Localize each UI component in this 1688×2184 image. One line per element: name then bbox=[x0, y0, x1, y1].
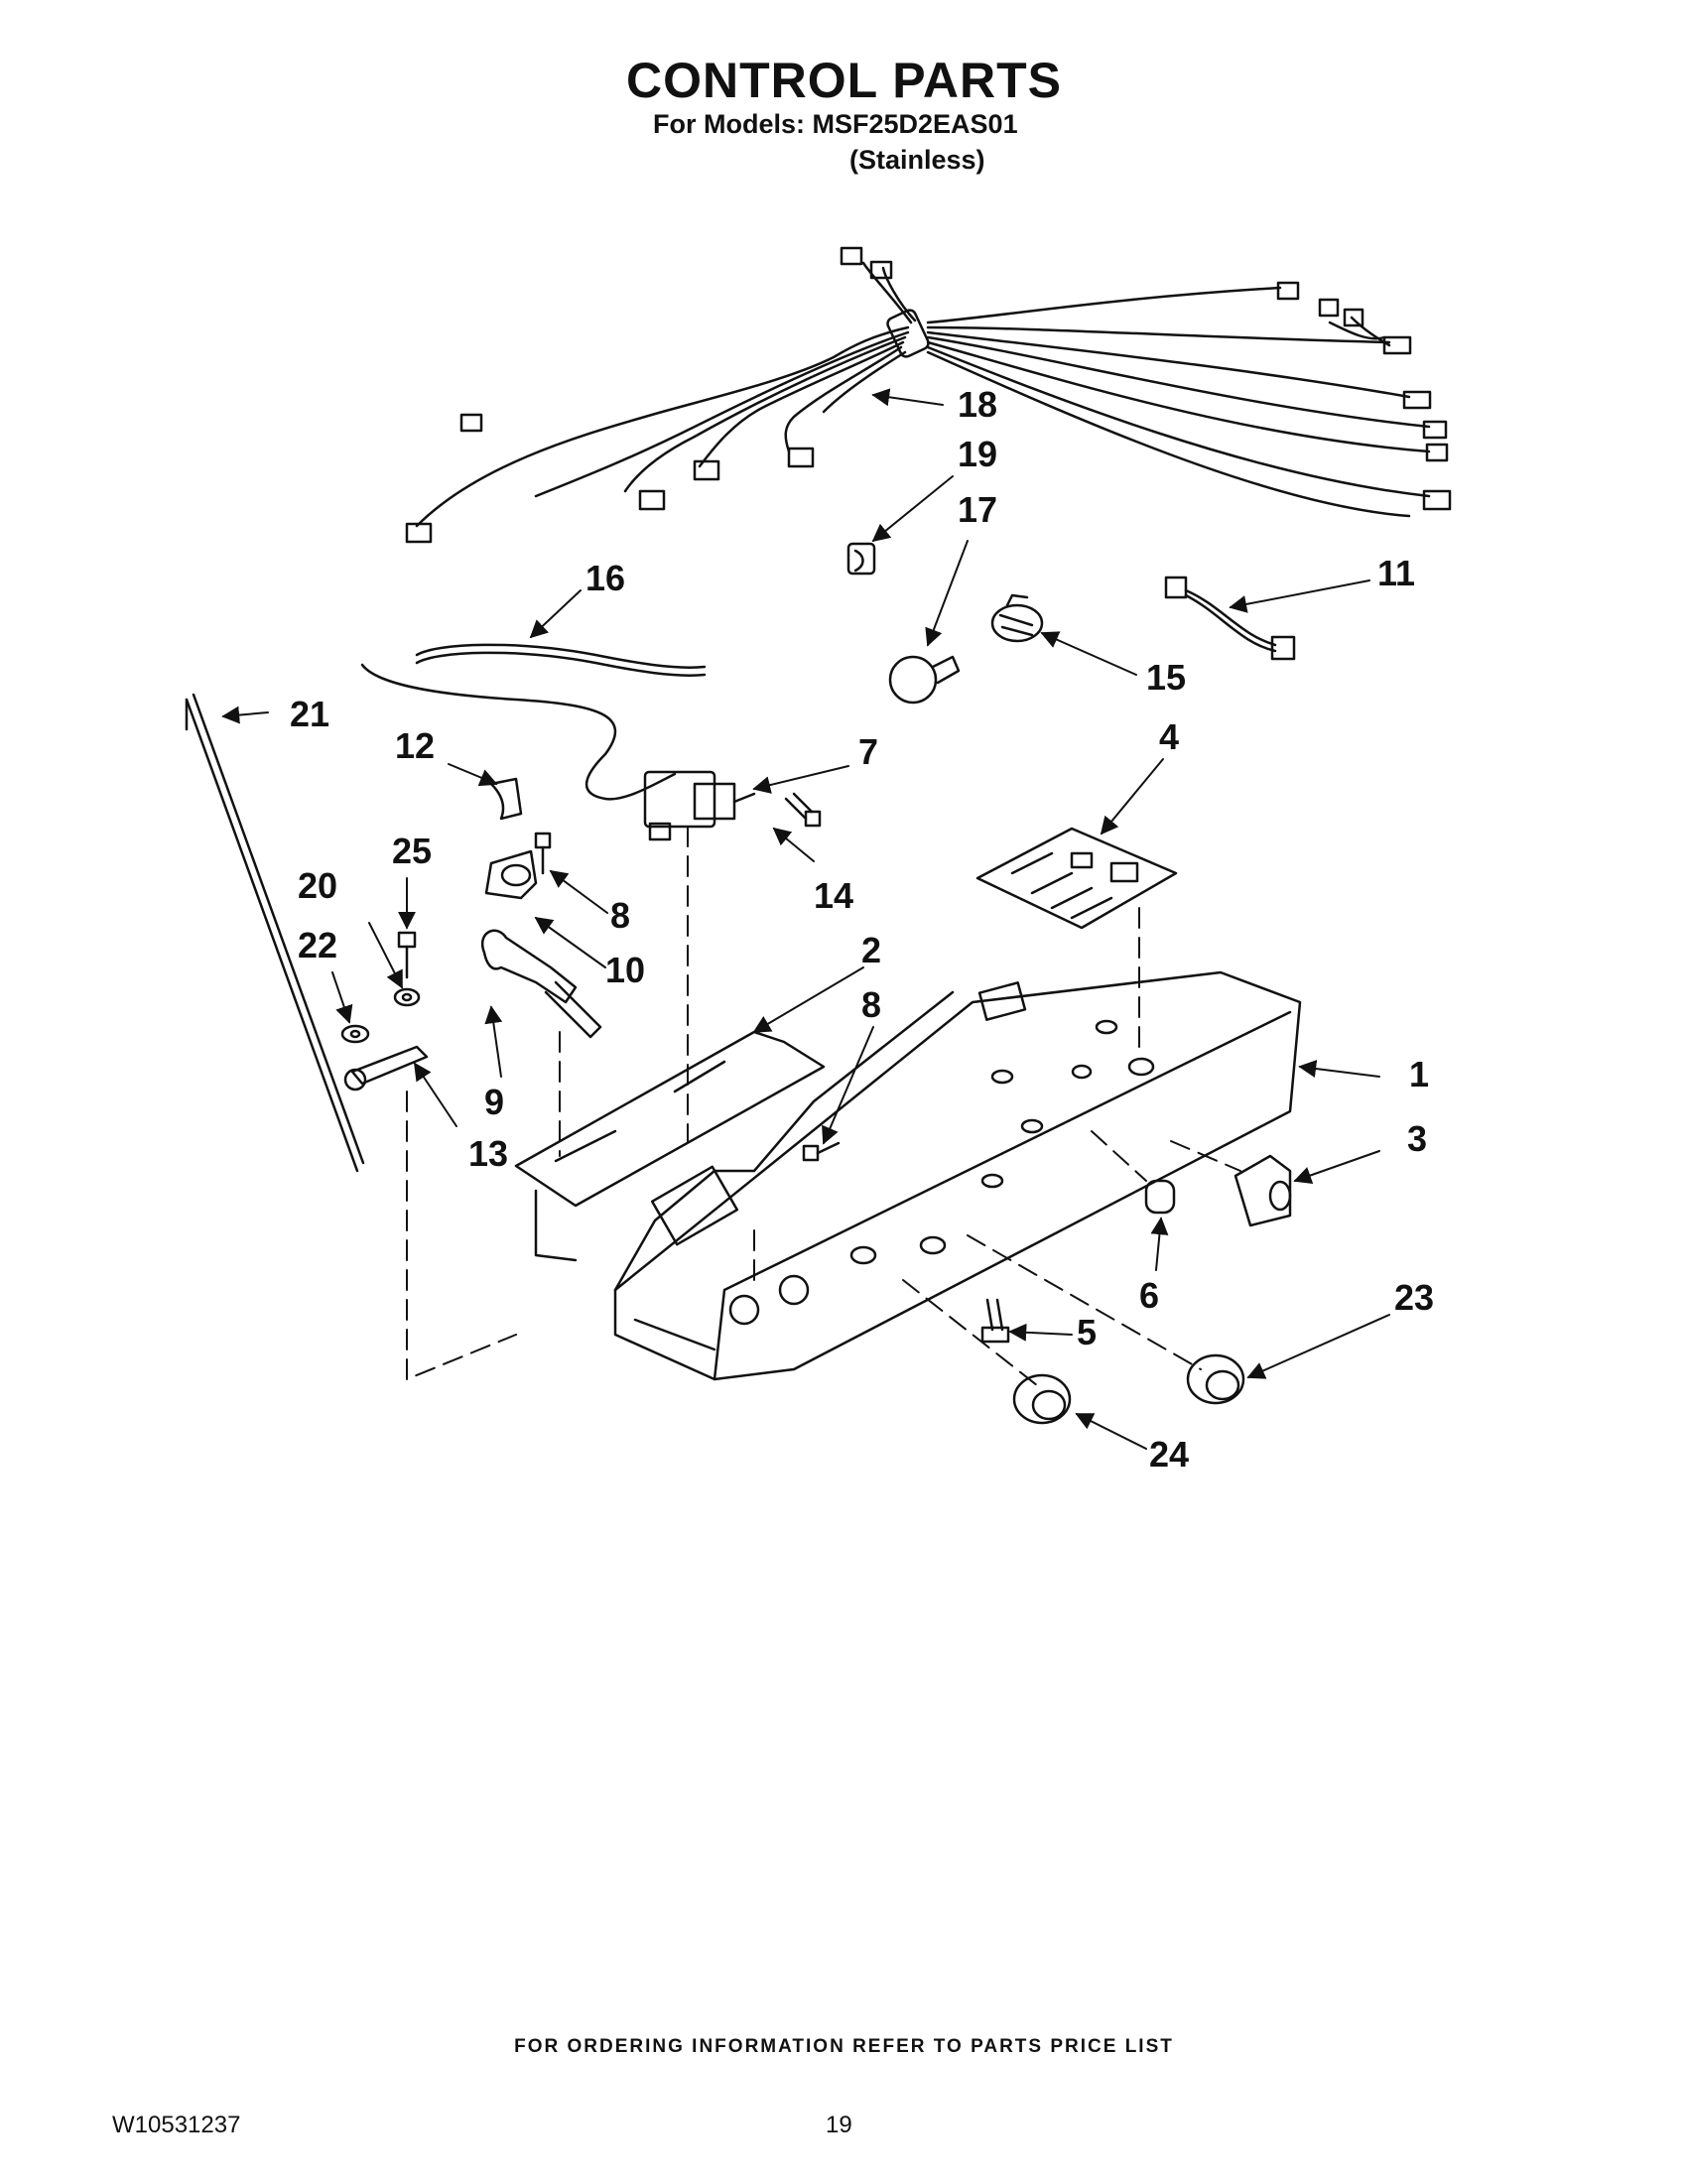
callout-19: 19 bbox=[958, 434, 997, 474]
button-24 bbox=[1012, 1373, 1072, 1425]
callout-25: 25 bbox=[392, 831, 432, 871]
button-23 bbox=[1186, 1353, 1245, 1405]
light-bulb bbox=[888, 655, 961, 705]
light-socket bbox=[990, 593, 1044, 643]
lever-13 bbox=[343, 1045, 429, 1092]
callout-23: 23 bbox=[1394, 1277, 1434, 1318]
callout-7: 7 bbox=[858, 731, 878, 772]
callout-20: 20 bbox=[298, 865, 337, 906]
callout-16: 16 bbox=[585, 558, 625, 598]
callout-4: 4 bbox=[1159, 716, 1179, 757]
callout-12: 12 bbox=[395, 725, 435, 766]
screw-25 bbox=[397, 931, 417, 979]
callout-18: 18 bbox=[958, 384, 997, 425]
callout-8-lower: 8 bbox=[861, 984, 881, 1025]
control-housing bbox=[613, 970, 1302, 1381]
callout-5: 5 bbox=[1077, 1312, 1097, 1352]
page-number: 19 bbox=[826, 2112, 852, 2138]
model-variant: (Stainless) bbox=[849, 145, 985, 175]
exploded-parts-diagram: 18 19 17 11 15 4 16 21 12 7 8 10 14 25 2… bbox=[185, 246, 1452, 1475]
screw-upper bbox=[534, 832, 552, 875]
assembly-lines bbox=[406, 826, 1241, 1390]
callout-24: 24 bbox=[1149, 1434, 1189, 1475]
control-board bbox=[975, 827, 1178, 930]
document-number: W10531237 bbox=[112, 2112, 241, 2138]
wiring-harness bbox=[405, 246, 1452, 544]
leader-arrows bbox=[221, 388, 1390, 1450]
callout-15: 15 bbox=[1146, 657, 1186, 698]
callout-11: 11 bbox=[1377, 553, 1415, 593]
retainer-clip bbox=[489, 777, 523, 821]
wire-jumper bbox=[1164, 576, 1296, 661]
bracket bbox=[484, 849, 538, 900]
callout-labels: 18 19 17 11 15 4 16 21 12 7 8 10 14 25 2… bbox=[290, 384, 1434, 1475]
callout-10: 10 bbox=[605, 950, 645, 990]
screw-14 bbox=[784, 792, 822, 828]
washer-20 bbox=[393, 987, 421, 1007]
callout-1: 1 bbox=[1409, 1054, 1429, 1094]
ordering-note: FOR ORDERING INFORMATION REFER TO PARTS … bbox=[514, 2036, 1174, 2057]
control-rod bbox=[185, 693, 365, 1173]
screw-lower bbox=[802, 1141, 841, 1162]
callout-22: 22 bbox=[298, 925, 337, 965]
callout-8-upper: 8 bbox=[610, 895, 630, 936]
callout-17: 17 bbox=[958, 489, 997, 530]
callout-3: 3 bbox=[1407, 1118, 1427, 1159]
door-switch bbox=[1234, 1154, 1292, 1227]
mounting-plate bbox=[514, 1030, 826, 1262]
callout-14: 14 bbox=[814, 875, 853, 916]
wire-clip bbox=[846, 542, 876, 576]
control-knob-shaft bbox=[480, 929, 602, 1039]
page-title: CONTROL PARTS bbox=[626, 53, 1062, 108]
capillary-tube bbox=[360, 643, 707, 801]
callout-2: 2 bbox=[861, 930, 881, 970]
screw-5 bbox=[980, 1298, 1010, 1344]
washer-22 bbox=[340, 1024, 370, 1044]
model-line: For Models: MSF25D2EAS01 bbox=[653, 109, 1018, 139]
callout-13: 13 bbox=[468, 1133, 508, 1174]
callout-9: 9 bbox=[484, 1082, 504, 1122]
callout-21: 21 bbox=[290, 694, 329, 734]
plunger bbox=[1144, 1179, 1176, 1215]
callout-6: 6 bbox=[1139, 1275, 1159, 1316]
thermostat bbox=[643, 770, 756, 841]
